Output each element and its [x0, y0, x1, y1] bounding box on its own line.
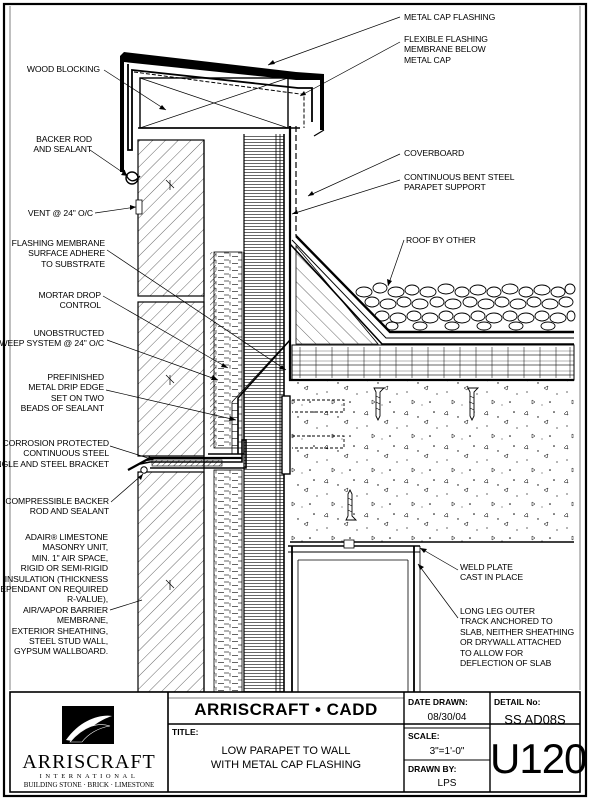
scale-value: 3"=1'-0" [429, 746, 465, 757]
date-drawn-value: 08/30/04 [427, 712, 467, 723]
label-vent: VENT @ 24" O/C [27, 208, 93, 218]
drawn-by-value: LPS [437, 778, 457, 789]
detail-code: SS AD08S [504, 712, 566, 727]
label-wood-blocking: WOOD BLOCKING [26, 64, 100, 74]
detail-number: U120 [490, 735, 587, 782]
logo-tagline: BUILDING STONE · BRICK · LIMESTONE [23, 781, 155, 789]
logo-wordmark: ARRISCRAFT [22, 751, 156, 773]
label-coverboard: COVERBOARD [404, 148, 465, 158]
title-label: TITLE: [172, 727, 199, 737]
drawing-title: LOW PARAPET TO WALL WITH METAL CAP FLASH… [168, 744, 404, 772]
drawn-by-label: DRAWN BY: [408, 764, 457, 774]
logo-subtitle: INTERNATIONAL [39, 773, 139, 780]
scale-label: SCALE: [408, 731, 440, 741]
detail-number-label: DETAIL No: [494, 697, 541, 707]
date-drawn-label: DATE DRAWN: [408, 697, 468, 707]
label-roof-by-other: ROOF BY OTHER [406, 235, 476, 245]
arriscraft-logo-mark [62, 706, 114, 744]
label-metal-cap-flashing: METAL CAP FLASHING [404, 12, 496, 22]
drawing-title-line-2: WITH METAL CAP FLASHING [210, 759, 362, 771]
drawing-title-line-1: LOW PARAPET TO WALL [221, 745, 351, 757]
company-heading: ARRISCRAFT • CADD [194, 700, 378, 719]
